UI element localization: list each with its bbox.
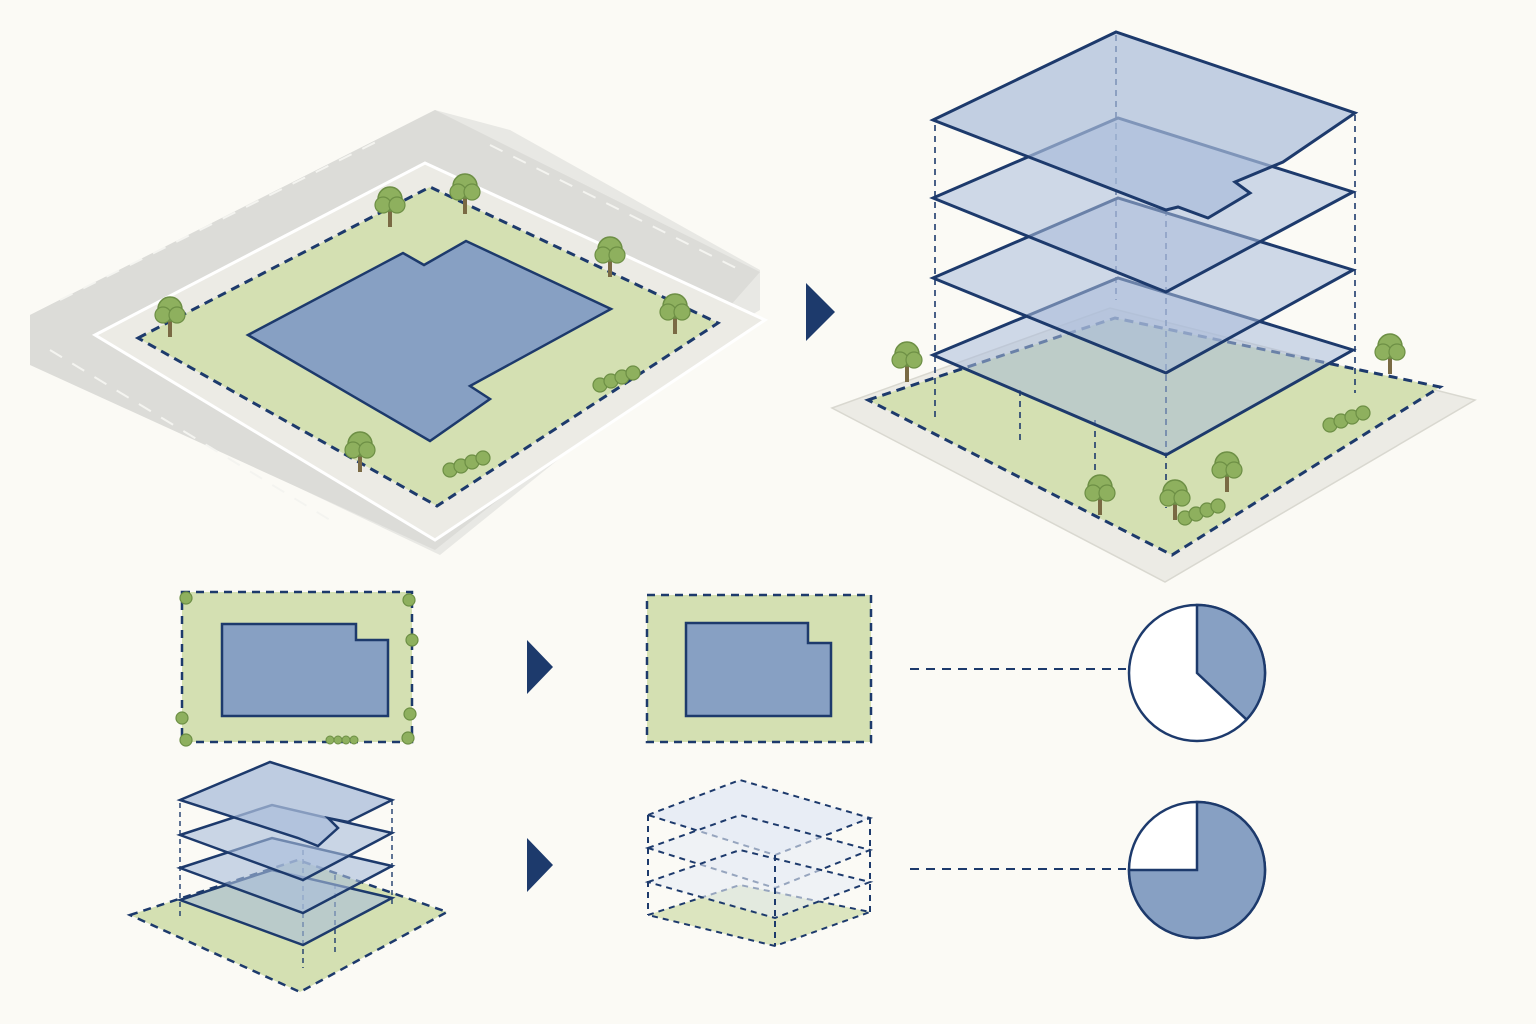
envelope-verticals — [647, 815, 871, 946]
floor-plate-roof — [929, 30, 1359, 220]
tree-icon — [405, 633, 419, 647]
coverage-pie-slice — [1195, 603, 1267, 722]
tree-icon — [401, 731, 415, 745]
arrow-right-icon — [527, 838, 553, 892]
building-plan-simple — [684, 621, 833, 718]
tree-icon — [179, 591, 193, 605]
coverage-row — [175, 590, 1267, 747]
floor-area-row — [126, 760, 1267, 994]
tree-icon — [179, 733, 193, 747]
building-footprint — [245, 239, 614, 443]
road-markings — [49, 139, 741, 521]
site-plan-isometric — [30, 110, 769, 555]
floor-area-pie-slice — [1127, 800, 1267, 940]
tree-icon — [403, 707, 417, 721]
tree-icon — [1374, 333, 1406, 375]
envelope-floor-1 — [644, 848, 874, 920]
envelope-ground — [644, 883, 874, 948]
tree-icon — [402, 593, 416, 607]
tree-icon — [891, 341, 923, 383]
arrow-right-icon — [806, 283, 835, 341]
floor-plate-small-roof — [176, 760, 396, 848]
arrow-right-icon — [527, 640, 553, 694]
building-stack-isometric — [830, 30, 1477, 583]
tree-icon — [175, 711, 189, 725]
building-plan — [220, 622, 390, 718]
